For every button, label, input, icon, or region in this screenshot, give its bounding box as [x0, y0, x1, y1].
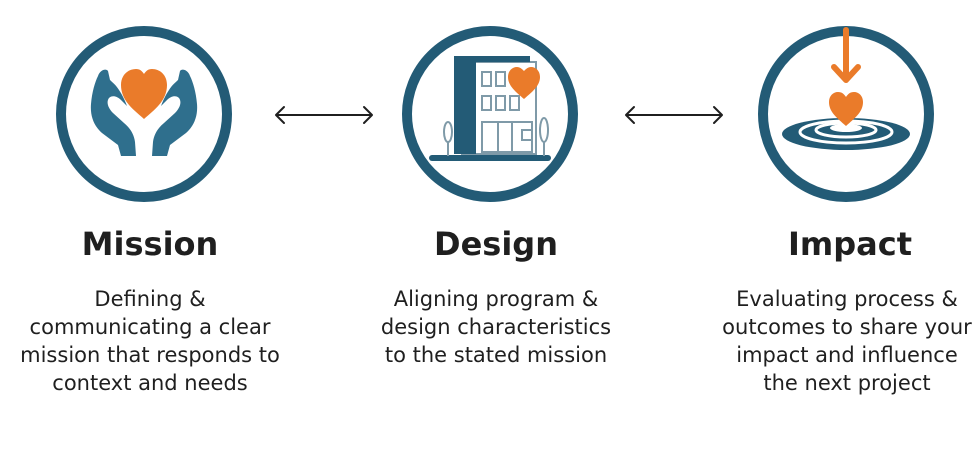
heart-drop-ripple-icon: [754, 22, 938, 206]
step-title-design: Design: [434, 225, 558, 263]
step-description-impact: Evaluating process & outcomes to share y…: [722, 287, 972, 395]
building-heart-icon: [398, 22, 582, 206]
hands-holding-heart-icon: [52, 22, 236, 206]
step-description-design: Aligning program & design characteristic…: [380, 287, 612, 367]
double-arrow-icon: [272, 100, 376, 130]
step-description-mission: Defining & communicating a clear mission…: [20, 287, 280, 395]
double-arrow-icon: [622, 100, 726, 130]
step-title-impact: Impact: [787, 225, 912, 263]
step-title-mission: Mission: [81, 225, 219, 263]
